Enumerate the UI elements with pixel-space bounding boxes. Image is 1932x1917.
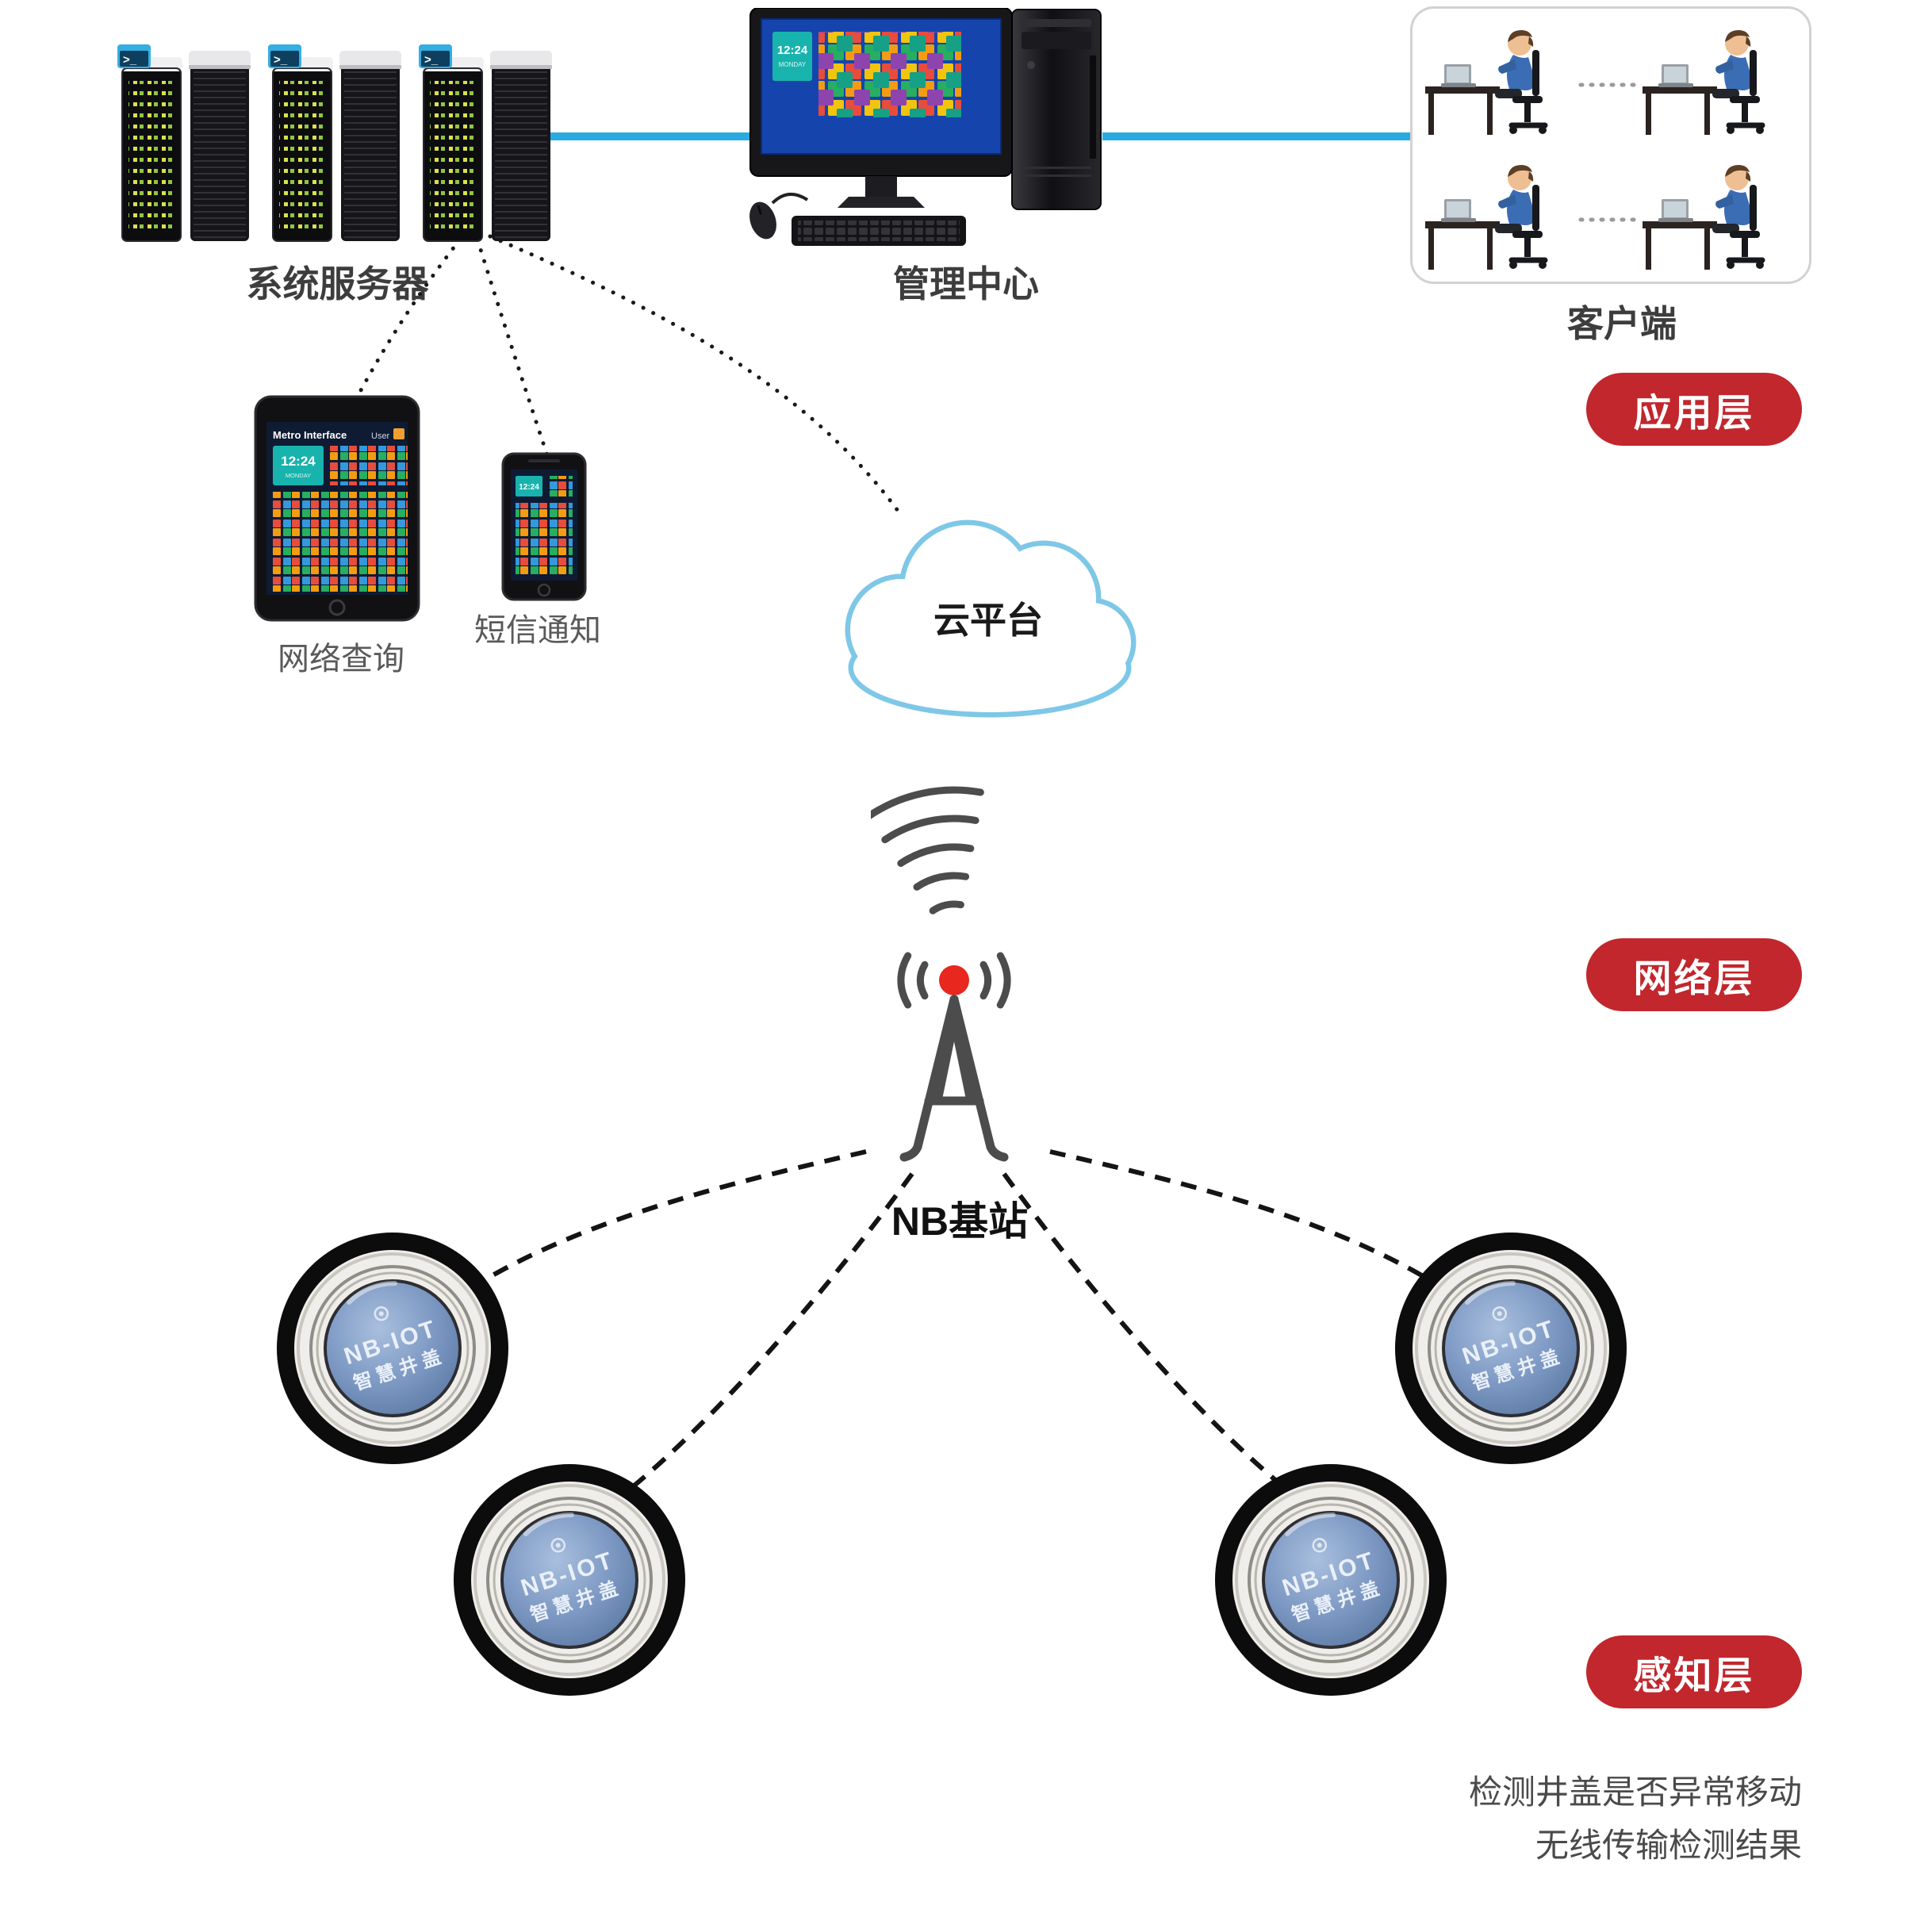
dotted-link-server-to-tablet: [353, 237, 462, 403]
antenna-waves-icon: [897, 952, 1011, 1009]
tablet-app-title: Metro Interface: [273, 429, 347, 441]
cloud-platform-icon: 云平台: [799, 493, 1164, 723]
app-tiles: [273, 492, 408, 592]
client-label: 客户端: [1567, 303, 1677, 344]
network-layer-badge: 网络层: [1586, 938, 1802, 1011]
person-desk-icon: [1425, 30, 1547, 135]
cloud-label: 云平台: [933, 600, 1043, 641]
nb-base-station-icon: [897, 952, 1011, 1162]
dotted-link-server-to-cloud: [488, 234, 905, 520]
server-racks-icon: [117, 44, 553, 242]
note-line-1: 检测井盖是否异常移动: [1468, 1773, 1802, 1811]
tablet-time-text: 12:24: [281, 454, 316, 469]
dotted-link-server-to-phone: [475, 237, 550, 458]
management-computer-icon: 12:24 MONDAY: [749, 8, 1102, 246]
person-desk-icon: [1643, 30, 1764, 135]
tablet-user-text: User: [371, 431, 390, 441]
monitor-time-text: 12:24: [777, 44, 808, 57]
server-label: 系统服务器: [246, 263, 429, 305]
perception-layer-badge: 感知层: [1586, 1635, 1802, 1708]
dashed-link-station-to-cover-2: [611, 1172, 914, 1505]
dashed-link-station-to-cover-4: [1049, 1149, 1480, 1315]
note-line-2: 无线传输检测结果: [1535, 1827, 1802, 1865]
pc-tower-icon: [1011, 9, 1102, 210]
client-workstations-box: [1410, 6, 1811, 284]
tablet-label: 网络查询: [278, 642, 404, 677]
clock-tile: [516, 476, 542, 497]
phone-label: 短信通知: [474, 613, 601, 648]
perception-notes: 检测井盖是否异常移动 无线传输检测结果: [1469, 1766, 1802, 1872]
tablet-avatar: [393, 428, 404, 439]
person-desk-icon: [1425, 165, 1547, 270]
tablet-day-text: MONDAY: [286, 472, 311, 479]
clock-tile: [273, 446, 324, 485]
phone-icon: 12:24: [501, 452, 587, 601]
app-tiles: [547, 476, 573, 497]
server-rack-pair-icon: [268, 44, 402, 242]
manhole-cover-icon: [1392, 1229, 1630, 1467]
wireless-signal-icon: [871, 786, 984, 914]
dashed-link-station-to-cover-1: [433, 1149, 867, 1315]
home-button-icon: [537, 583, 551, 597]
server-rack-pair-icon: [117, 44, 251, 242]
monitor-icon: 12:24 MONDAY: [749, 8, 1013, 208]
tower-frame-icon: [899, 995, 1009, 1162]
app-tiles: [330, 446, 408, 485]
phone-time-text: 12:24: [519, 483, 539, 492]
manhole-cover-icon: [450, 1461, 688, 1699]
application-layer-badge: 应用层: [1586, 373, 1802, 446]
app-tiles: [516, 503, 573, 576]
monitor-day-text: MONDAY: [779, 61, 807, 68]
nb-base-station-label: NB基站: [891, 1199, 1029, 1244]
client-workstations-icon: [1413, 9, 1809, 282]
clock-tile: [772, 32, 812, 81]
tablet-icon: Metro Interface User 12:24 MONDAY: [254, 395, 420, 622]
antenna-dot-icon: [939, 965, 969, 995]
server-rack-pair-icon: [419, 44, 553, 242]
manhole-cover-icon: [274, 1229, 512, 1467]
mouse-icon: [749, 201, 776, 240]
dashed-link-station-to-cover-3: [1002, 1172, 1305, 1505]
person-desk-icon: [1643, 165, 1764, 270]
management-label: 管理中心: [893, 263, 1039, 305]
home-button-icon: [328, 599, 346, 616]
manhole-cover-icon: [1212, 1461, 1450, 1699]
